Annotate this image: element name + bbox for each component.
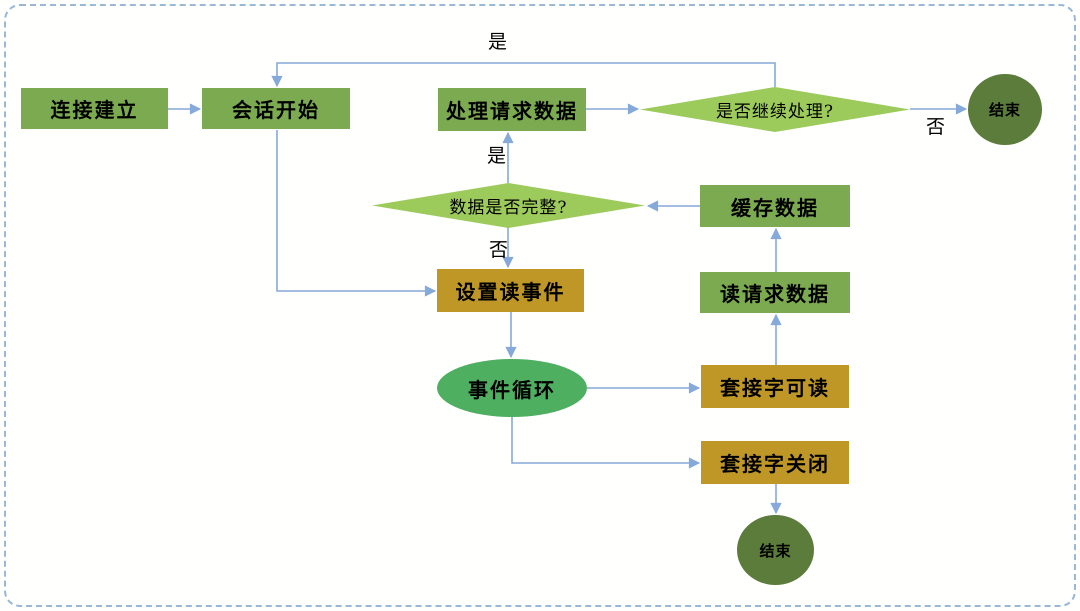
node-session-start: 会话开始 [202,88,350,129]
node-process-request-data: 处理请求数据 [438,88,586,131]
node-set-read-event: 设置读事件 [437,269,584,312]
edge-session-to-set-read-event [276,130,437,297]
node-connection-established: 连接建立 [21,88,168,129]
edge-event-loop-to-socket-closed [511,417,701,469]
node-session-start-label: 会话开始 [232,98,320,122]
node-read-request-data: 读请求数据 [700,272,850,313]
node-process-request-data-label: 处理请求数据 [446,99,578,123]
node-end-top-label: 结束 [988,101,1021,119]
node-read-request-data-label: 读请求数据 [720,282,830,306]
node-data-complete-decision-label: 数据是否完整? [449,198,568,218]
node-set-read-event-label: 设置读事件 [455,280,566,304]
edge-label-no-to-end: 否 [926,116,946,138]
node-connection-established-label: 连接建立 [50,98,139,122]
edge-label-yes-data-complete: 是 [487,145,507,167]
node-event-loop-label: 事件循环 [468,377,556,402]
node-socket-closed-label: 套接字关闭 [720,452,830,476]
node-end-bottom-label: 结束 [759,541,792,560]
edge-continue-yes-feedback [271,62,776,88]
edge-label-no-data-incomplete: 否 [489,239,509,261]
node-end-bottom: 结束 [737,515,814,585]
edge-label-yes-feedback: 是 [488,31,508,53]
node-socket-readable: 套接字可读 [701,365,849,408]
node-socket-readable-label: 套接字可读 [720,376,830,400]
node-cache-data: 缓存数据 [700,185,850,227]
node-socket-closed: 套接字关闭 [701,441,849,484]
node-event-loop: 事件循环 [437,359,587,417]
node-cache-data-label: 缓存数据 [731,195,819,220]
node-end-top: 结束 [968,74,1042,145]
node-continue-processing-decision-label: 是否继续处理? [715,102,835,122]
